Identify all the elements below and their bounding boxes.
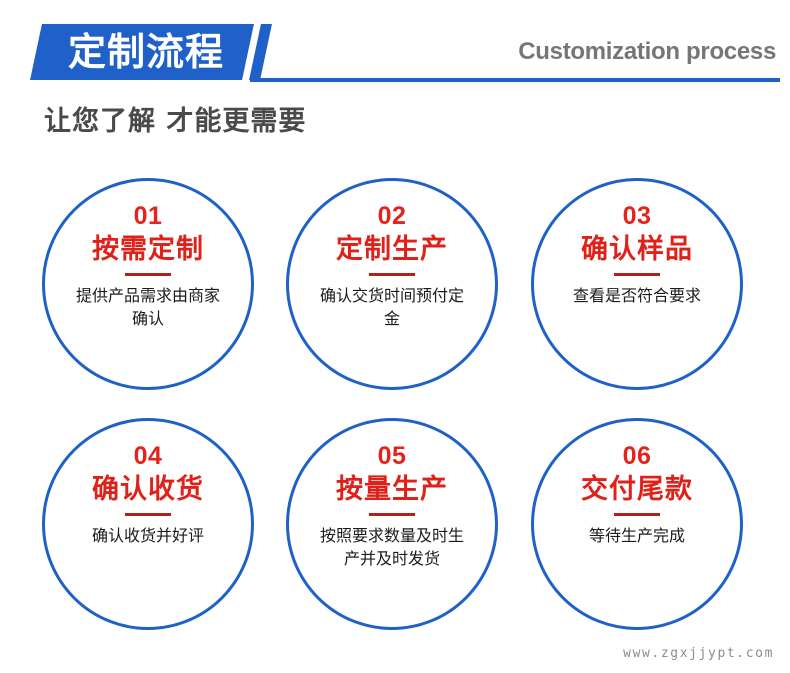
step-circle-04: 04 确认收货 确认收货并好评 (42, 418, 254, 630)
step-ring (531, 418, 743, 630)
step-ring (531, 178, 743, 390)
step-divider-line (614, 273, 660, 277)
header-english-title: Customization process (518, 38, 776, 65)
step-divider-line (369, 273, 415, 277)
step-description: 确认收货并好评 (91, 526, 204, 546)
site-watermark: www.zgxjjypt.com (623, 646, 774, 661)
step-title: 确认样品 (581, 234, 693, 265)
step-number: 02 (377, 202, 407, 230)
step-number: 06 (622, 442, 652, 470)
step-ring (286, 178, 498, 390)
step-content: 03 确认样品 查看是否符合要求 (531, 178, 743, 390)
page-header: 定制流程 Customization process (0, 0, 790, 92)
step-number: 03 (622, 202, 652, 230)
step-content: 05 按量生产 按照要求数量及时生产并及时发货 (286, 418, 498, 630)
step-circle-06: 06 交付尾款 等待生产完成 (531, 418, 743, 630)
step-divider-line (369, 513, 415, 517)
step-title: 定制生产 (336, 234, 448, 265)
page-subtitle: 让您了解 才能更需要 (44, 106, 307, 137)
step-ring (42, 418, 254, 630)
step-ring (286, 418, 498, 630)
step-ring (42, 178, 254, 390)
step-circle-03: 03 确认样品 查看是否符合要求 (531, 178, 743, 390)
step-divider-line (125, 273, 171, 277)
step-number: 01 (133, 202, 163, 230)
step-title: 按需定制 (92, 234, 204, 265)
step-circle-02: 02 定制生产 确认交货时间预付定金 (286, 178, 498, 390)
step-content: 02 定制生产 确认交货时间预付定金 (286, 178, 498, 390)
header-slash-decoration (249, 24, 272, 80)
step-content: 04 确认收货 确认收货并好评 (42, 418, 254, 630)
header-underline-rule (250, 78, 780, 82)
step-number: 04 (133, 442, 163, 470)
steps-grid: 01 按需定制 提供产品需求由商家确认 02 定制生产 确认交货时间预付定金 0… (0, 160, 790, 660)
step-description: 等待生产完成 (588, 526, 685, 546)
step-description: 查看是否符合要求 (572, 286, 701, 306)
step-content: 06 交付尾款 等待生产完成 (531, 418, 743, 630)
step-content: 01 按需定制 提供产品需求由商家确认 (42, 178, 254, 390)
step-description: 提供产品需求由商家确认 (75, 286, 220, 329)
step-circle-05: 05 按量生产 按照要求数量及时生产并及时发货 (286, 418, 498, 630)
step-title: 按量生产 (336, 474, 448, 505)
step-number: 05 (377, 442, 407, 470)
step-description: 确认交货时间预付定金 (319, 286, 464, 329)
step-description: 按照要求数量及时生产并及时发货 (319, 526, 464, 569)
step-title: 交付尾款 (581, 474, 693, 505)
header-tag-label: 定制流程 (67, 30, 224, 74)
step-divider-line (125, 513, 171, 517)
step-circle-01: 01 按需定制 提供产品需求由商家确认 (42, 178, 254, 390)
step-title: 确认收货 (92, 474, 204, 505)
step-divider-line (614, 513, 660, 517)
